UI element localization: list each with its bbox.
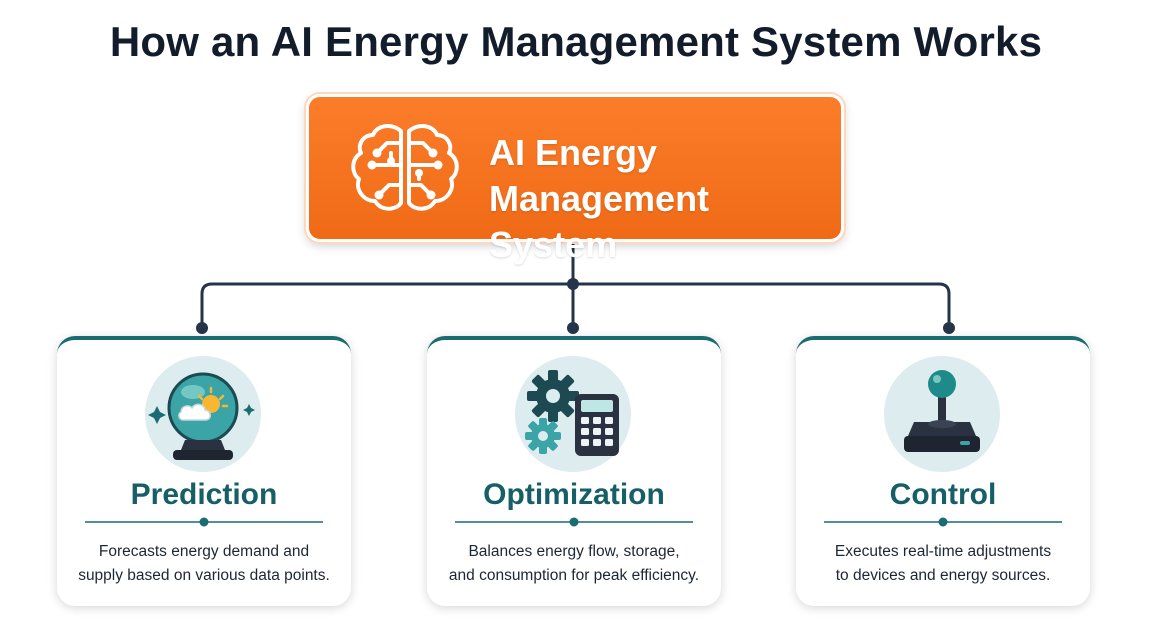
joystick-icon <box>884 356 1000 472</box>
hub-box: AI Energy Management System <box>306 94 844 265</box>
card-description: Forecasts energy demand and supply based… <box>71 540 337 588</box>
card-title: Prediction <box>130 478 278 511</box>
hub-title: AI Energy Management System <box>489 130 841 268</box>
card-title: Control <box>889 478 997 511</box>
connector-right <box>571 282 951 330</box>
hub-title-line1: AI Energy <box>489 132 658 173</box>
crystal-ball-icon <box>145 356 261 472</box>
connector-node-hub <box>567 278 579 290</box>
card-description-line2: and consumption for peak efficiency. <box>448 567 700 584</box>
connector-node-right <box>943 322 955 334</box>
page-title: How an AI Energy Management System Works <box>109 18 1043 65</box>
divider <box>455 517 693 527</box>
connector-node-left <box>196 322 208 334</box>
divider <box>85 517 323 527</box>
card-prediction: Prediction Forecasts energy demand and s… <box>57 336 351 606</box>
card-description-line1: Forecasts energy demand and <box>98 543 310 560</box>
gears-calculator-icon <box>515 356 631 472</box>
connector-left <box>200 282 575 330</box>
card-description-line1: Executes real-time adjustments <box>834 543 1052 560</box>
card-description-line2: supply based on various data points. <box>78 567 330 584</box>
brain-circuit-icon <box>351 124 459 211</box>
card-optimization: Optimization Balances energy flow, stora… <box>427 336 721 606</box>
card-description-line1: Balances energy flow, storage, <box>468 543 680 560</box>
card-control: Control Executes real-time adjustments t… <box>796 336 1090 606</box>
card-description: Executes real-time adjustments to device… <box>810 540 1076 588</box>
hub-title-line2: Management System <box>489 178 710 265</box>
connector-node-center <box>567 322 579 334</box>
card-description-line2: to devices and energy sources. <box>835 567 1051 584</box>
card-description: Balances energy flow, storage, and consu… <box>441 540 707 588</box>
card-title: Optimization <box>483 478 665 511</box>
divider <box>824 517 1062 527</box>
